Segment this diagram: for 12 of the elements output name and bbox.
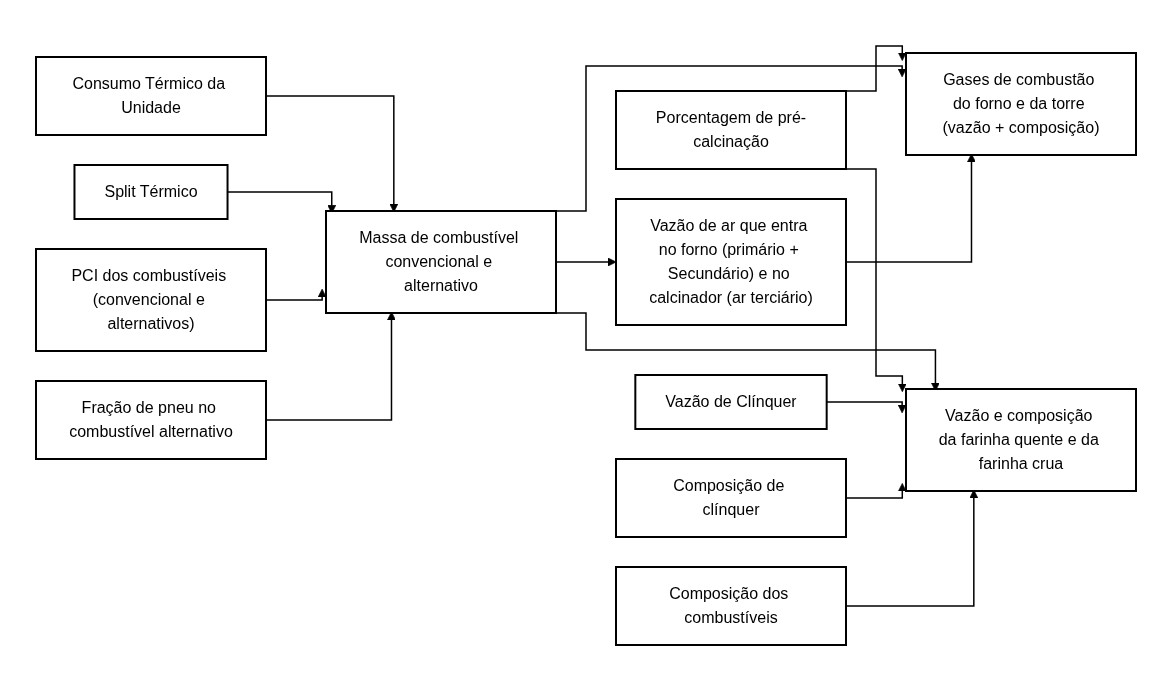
node-box: Vazão de ar que entra no forno (primário + Secundário) e no calcinador (ar terciário) bbox=[614, 198, 847, 326]
node-box: Split Térmico bbox=[72, 164, 229, 220]
node-box: Vazão e composição da farinha quente e da farinha crua bbox=[904, 388, 1137, 492]
node-box: Gases de combustão do forno e da torre (vazão + composição) bbox=[904, 52, 1137, 156]
node-box: Massa de combustível convencional e alternativo bbox=[324, 210, 557, 314]
node-box: Vazão de Clínquer bbox=[633, 374, 828, 430]
node-box: Composição de clínquer bbox=[614, 458, 847, 538]
node-box: Porcentagem de pré-calcinação bbox=[614, 90, 847, 170]
node-box: Composição dos combustíveis bbox=[614, 566, 847, 646]
node-box: Fração de pneu no combustível alternativo bbox=[34, 380, 267, 460]
node-box: Consumo Térmico da Unidade bbox=[34, 56, 267, 136]
node-box: PCI dos combustíveis (convencional e alternativos) bbox=[34, 248, 267, 352]
